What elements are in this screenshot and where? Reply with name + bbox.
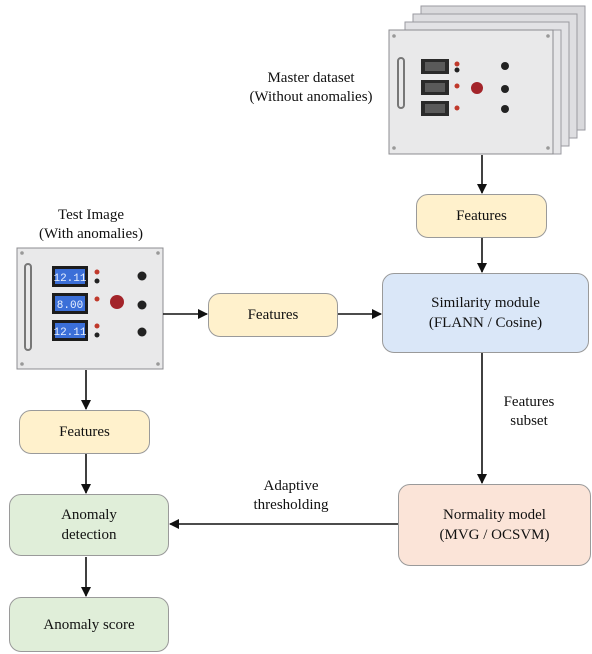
normality-model-title: Normality model	[443, 507, 546, 523]
adaptive-thresholding-line2: thresholding	[253, 497, 329, 513]
test-image-label: Test Image (With anomalies)	[16, 206, 166, 244]
anomaly-score-box: Anomaly score	[9, 597, 169, 652]
adaptive-thresholding-line1: Adaptive	[263, 478, 319, 494]
features-detection-label: Features	[59, 424, 110, 440]
normality-model-box: Normality model (MVG / OCSVM)	[398, 484, 591, 566]
features-subset-line2: subset	[510, 413, 548, 429]
master-dataset-label: Master dataset (Without anomalies)	[236, 69, 386, 107]
features-test-box: Features	[208, 293, 338, 337]
master-dataset-subtitle: (Without anomalies)	[249, 89, 373, 105]
anomaly-detection-box: Anomaly detection	[9, 494, 169, 556]
lcd-display-3: 12.11	[53, 327, 86, 339]
master-dataset-title: Master dataset	[267, 70, 355, 86]
similarity-module-subtitle: (FLANN / Cosine)	[428, 315, 543, 331]
features-subset-label: Features subset	[489, 393, 569, 431]
lcd-display-1: 12.11	[53, 273, 86, 285]
features-master-label: Features	[456, 208, 507, 224]
similarity-module-box: Similarity module (FLANN / Cosine)	[382, 273, 589, 353]
test-image-subtitle: (With anomalies)	[39, 226, 143, 242]
master-dataset-front-photo	[388, 29, 554, 155]
features-detection-box: Features	[19, 410, 150, 454]
features-test-label: Features	[247, 307, 299, 323]
features-subset-line1: Features	[503, 394, 555, 410]
normality-model-subtitle: (MVG / OCSVM)	[439, 527, 550, 543]
anomaly-detection-subtitle: detection	[61, 527, 117, 543]
adaptive-thresholding-label: Adaptive thresholding	[236, 477, 346, 515]
anomaly-detection-title: Anomaly	[61, 507, 117, 523]
test-image-title: Test Image	[57, 207, 124, 223]
lcd-display-2: 8.00	[57, 300, 83, 312]
features-master-box: Features	[416, 194, 547, 238]
similarity-module-title: Similarity module	[431, 295, 540, 311]
anomaly-score-label: Anomaly score	[43, 616, 135, 633]
